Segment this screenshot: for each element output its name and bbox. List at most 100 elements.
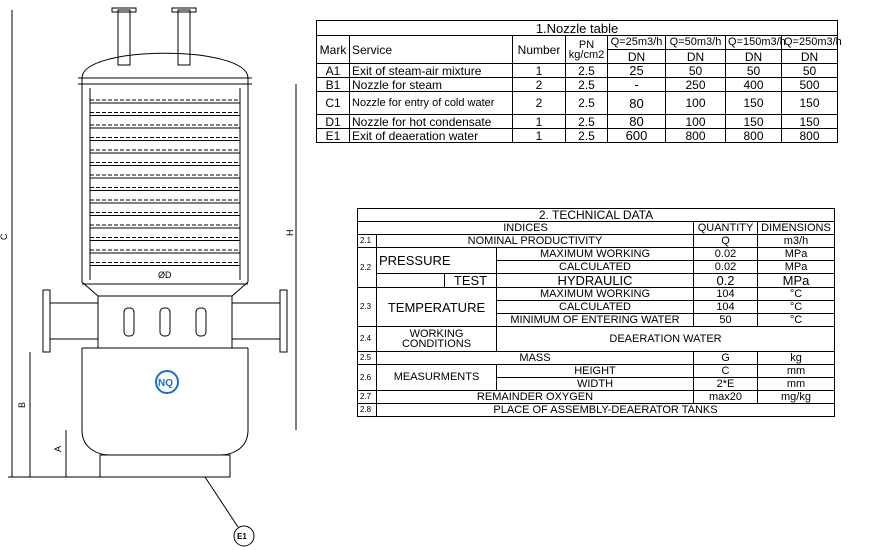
bottom-head <box>81 429 249 456</box>
table-row: MINIMUM OF ENTERING WATER 50 °C <box>358 313 835 327</box>
cell-quantity: 0.02 <box>693 247 758 261</box>
cell-q25: 25 <box>607 63 666 78</box>
row-number: 2.2 <box>357 247 377 288</box>
cell-mark: B1 <box>316 77 350 92</box>
callout-e1: E1 <box>237 532 247 541</box>
cell-quantity: C <box>693 364 758 378</box>
dimension-label-b: B <box>17 402 27 408</box>
cell-dimension: MPa <box>757 273 835 288</box>
logo-letters: NQ <box>158 378 173 389</box>
cell-label: PLACE OF ASSEMBLY-DEAERATOR TANKS <box>376 403 835 417</box>
cell-quantity: G <box>693 351 758 365</box>
row-number: 2.7 <box>357 390 377 404</box>
cell-dimension: MPa <box>757 260 835 274</box>
cell-q50: 800 <box>665 128 726 143</box>
header-dn-2: DN <box>665 49 726 64</box>
cell-mark: C1 <box>316 91 350 115</box>
cell-pn: 2.5 <box>565 91 608 115</box>
transition-right <box>231 281 249 297</box>
cell-label: REMAINDER OXYGEN <box>376 390 694 404</box>
cell-value: DEAERATION WATER <box>496 326 835 352</box>
middle-slot <box>195 307 207 337</box>
dimension-label-h: H <box>285 230 295 237</box>
row-number: 2.6 <box>357 364 377 391</box>
cell-empty <box>376 273 445 288</box>
dimension-label-c: C <box>0 233 9 240</box>
header-pn: PN kg/cm2 <box>565 35 608 64</box>
dimension-label-d: ØD <box>158 270 172 280</box>
middle-slot <box>159 307 171 337</box>
cell-label: MAXIMUM WORKING <box>496 247 694 261</box>
table-row: A1 Exit of steam-air mixture 1 2.5 25 50… <box>316 63 839 78</box>
table-row: WIDTH 2*E mm <box>358 377 835 391</box>
cell-sub: TEST <box>444 273 497 288</box>
top-flange-left <box>111 7 137 13</box>
table-row: C1 Nozzle for entry of cold water 2 2.5 … <box>316 91 839 115</box>
cell-q50: 100 <box>665 114 726 129</box>
cell-group: PRESSURE <box>376 247 497 274</box>
cell-dimension: mm <box>757 364 835 378</box>
cell-dimension: m3/h <box>757 234 835 248</box>
cell-group: MEASURMENTS <box>376 364 497 391</box>
cell-label: MASS <box>376 351 694 365</box>
header-dimensions: DIMENSIONS <box>757 221 835 235</box>
cell-q250: 50 <box>780 63 839 78</box>
cell-service: Exit of deaeration water <box>349 128 513 143</box>
top-pipe-left <box>117 9 131 66</box>
cell-q25: 80 <box>607 91 666 115</box>
cell-label: WIDTH <box>496 377 694 391</box>
cell-number: 1 <box>512 63 566 78</box>
cell-q250: 150 <box>780 91 839 115</box>
cell-quantity: 0.02 <box>693 260 758 274</box>
header-q150: Q=150m3/h <box>725 35 786 50</box>
row-number: 2.4 <box>357 326 377 352</box>
cell-service: Nozzle for hot condensate <box>349 114 513 129</box>
cell-quantity: max20 <box>693 390 758 404</box>
cell-q150: 800 <box>725 128 782 143</box>
cell-label: CALCULATED <box>496 260 694 274</box>
side-nozzle-left <box>49 302 99 340</box>
company-logo: NQ <box>155 370 179 394</box>
cell-q50: 50 <box>665 63 726 78</box>
side-nozzle-right <box>231 302 281 340</box>
cell-service: Exit of steam-air mixture <box>349 63 513 78</box>
transition-left <box>81 281 99 297</box>
cell-dimension: kg <box>757 351 835 365</box>
header-dn-3: DN <box>725 49 782 64</box>
cell-quantity: Q <box>693 234 758 248</box>
cell-q50: 100 <box>665 91 726 115</box>
cell-dimension: MPa <box>757 247 835 261</box>
cell-label: MINIMUM OF ENTERING WATER <box>496 313 694 327</box>
callout-leader <box>204 476 239 528</box>
cell-dimension: °C <box>757 313 835 327</box>
cell-quantity: 2*E <box>693 377 758 391</box>
cell-mark: A1 <box>316 63 350 78</box>
cell-pn: 2.5 <box>565 128 608 143</box>
table-row: 2.5 MASS G kg <box>357 351 835 365</box>
cell-q150: 50 <box>725 63 782 78</box>
cell-number: 1 <box>512 114 566 129</box>
cell-quantity: 104 <box>693 300 758 314</box>
cell-pn: 2.5 <box>565 77 608 92</box>
cell-label: HYDRAULIC <box>496 273 694 288</box>
table-row: D1 Nozzle for hot condensate 1 2.5 80 10… <box>316 114 839 129</box>
cell-label: MAXIMUM WORKING <box>496 287 694 301</box>
header-dn-4: DN <box>780 49 839 64</box>
header-indices: INDICES <box>357 221 694 235</box>
cell-dimension: °C <box>757 300 835 314</box>
nozzle-table: 1.Nozzle table Mark Service Number PN kg… <box>315 20 842 143</box>
side-flange-right <box>279 289 288 353</box>
top-pipe-right <box>177 9 191 66</box>
bottom-outlet <box>99 454 231 478</box>
header-mark: Mark <box>316 35 350 64</box>
cell-dimension: mg/kg <box>757 390 835 404</box>
callout-circle <box>233 525 255 547</box>
cell-number: 2 <box>512 77 566 92</box>
table-row: 2.1 NOMINAL PRODUCTIVITY Q m3/h <box>357 234 835 248</box>
cell-quantity: 104 <box>693 287 758 301</box>
top-flange-right <box>171 7 197 13</box>
table-row: 2.7 REMAINDER OXYGEN max20 mg/kg <box>357 390 835 404</box>
table-row: E1 Exit of deaeration water 1 2.5 600 80… <box>316 128 839 143</box>
cell-label: WORKING CONDITIONS <box>376 326 497 352</box>
top-dome <box>81 52 249 79</box>
